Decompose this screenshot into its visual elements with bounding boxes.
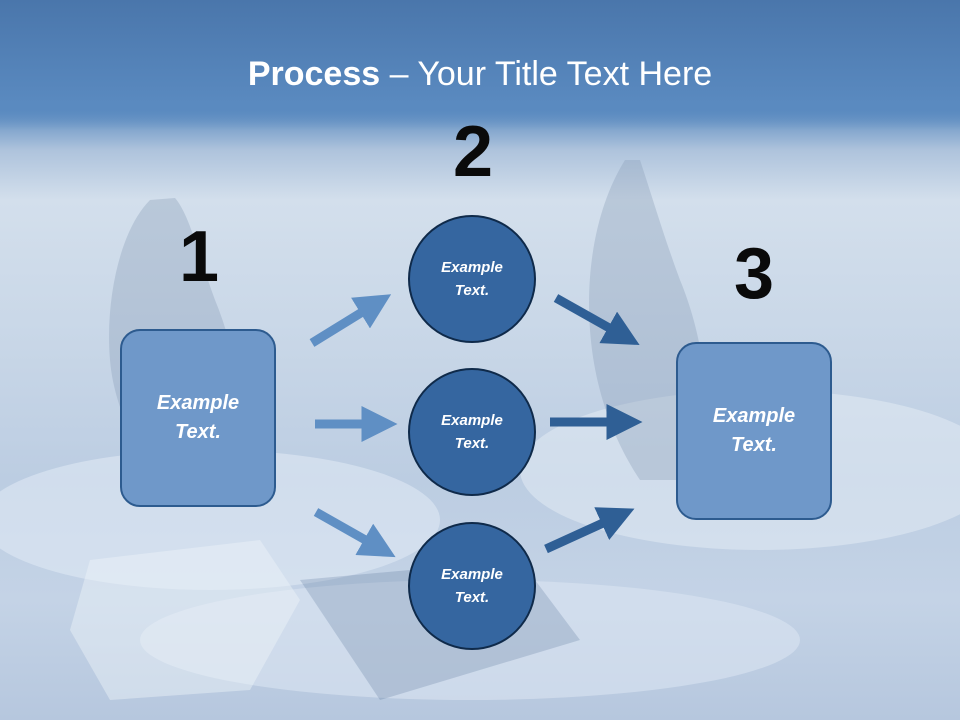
ice-floe <box>70 540 300 700</box>
step-number-3: 3 <box>733 234 775 314</box>
arrow-2c-to-3 <box>544 507 635 554</box>
title-rest: – Your Title Text Here <box>380 55 713 93</box>
step-2-middle-label: Example Text. <box>441 412 503 452</box>
step-2-circle-bottom: Example Text. <box>408 522 536 650</box>
step-2-bottom-label: Example Text. <box>441 566 503 606</box>
step-2-top-label: Example Text. <box>441 259 503 299</box>
step-2-circle-middle: Example Text. <box>408 368 536 496</box>
title-bold: Process <box>247 55 381 93</box>
slide-title: Process – Your Title Text Here <box>0 52 960 96</box>
step-2-circle-top: Example Text. <box>408 215 536 343</box>
arrow-1-to-2c <box>313 508 396 558</box>
mist-left <box>0 450 440 590</box>
header-band <box>0 0 960 130</box>
step-3-box: Example Text. <box>676 342 832 520</box>
arrow-2a-to-3 <box>553 294 640 346</box>
step-3-label: Example Text. <box>712 405 796 456</box>
step-1-label: Example Text. <box>156 392 240 443</box>
step-number-2: 2 <box>452 112 494 192</box>
step-1-box: Example Text. <box>120 329 276 507</box>
step-number-1: 1 <box>178 217 220 297</box>
arrow-1-to-2a <box>309 294 392 347</box>
